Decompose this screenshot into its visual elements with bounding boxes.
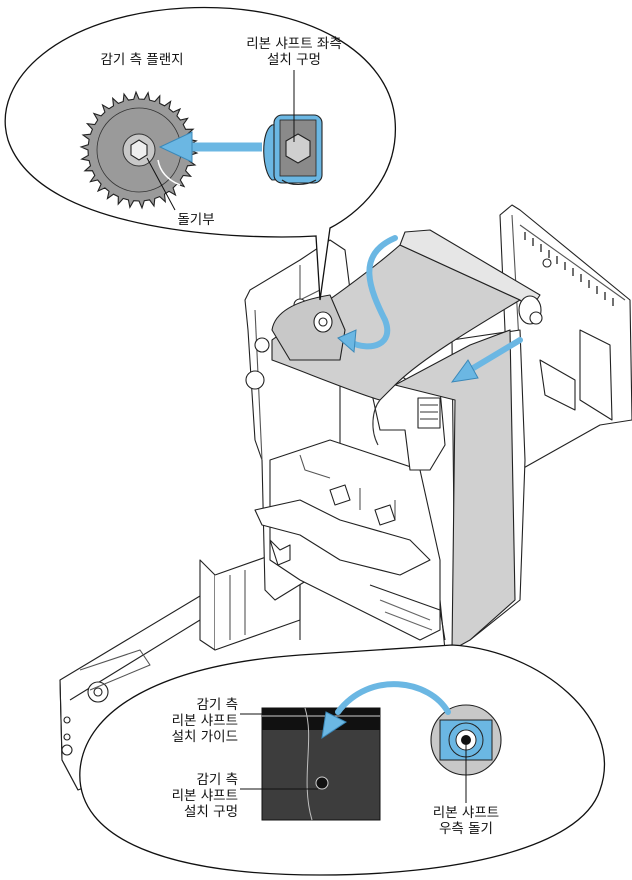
right-insert-arrow bbox=[467, 337, 523, 373]
takeup-flange-label: 감기 측 플랜지 bbox=[100, 52, 184, 68]
round-shaft-end-icon bbox=[430, 704, 502, 776]
takeup-guide-block bbox=[261, 707, 381, 821]
takeup-guide-label: 감기 측 리본 샤프트 설치 가이드 bbox=[171, 697, 238, 745]
ribbon-shaft-left-hole-label: 리본 샤프트 좌측 설치 구멍 bbox=[246, 36, 342, 68]
ribbon-cassette bbox=[271, 229, 543, 651]
gear-flange-icon bbox=[79, 90, 199, 210]
top-callout-bubble bbox=[4, 6, 396, 301]
left-insert-arrow bbox=[347, 235, 398, 350]
hex-shaft-end-icon bbox=[263, 114, 323, 186]
protrusion-label: 돌기부 bbox=[177, 212, 215, 228]
ribbon-shaft-right-protrusion-label: 리본 샤프트 우측 돌기 bbox=[432, 805, 500, 837]
protrusion-leader bbox=[146, 157, 176, 211]
bottom-callout-bubble bbox=[79, 644, 606, 876]
bottom-insert-arrow bbox=[335, 681, 451, 715]
takeup-hole-label: 감기 측 리본 샤프트 설치 구멍 bbox=[171, 772, 238, 820]
